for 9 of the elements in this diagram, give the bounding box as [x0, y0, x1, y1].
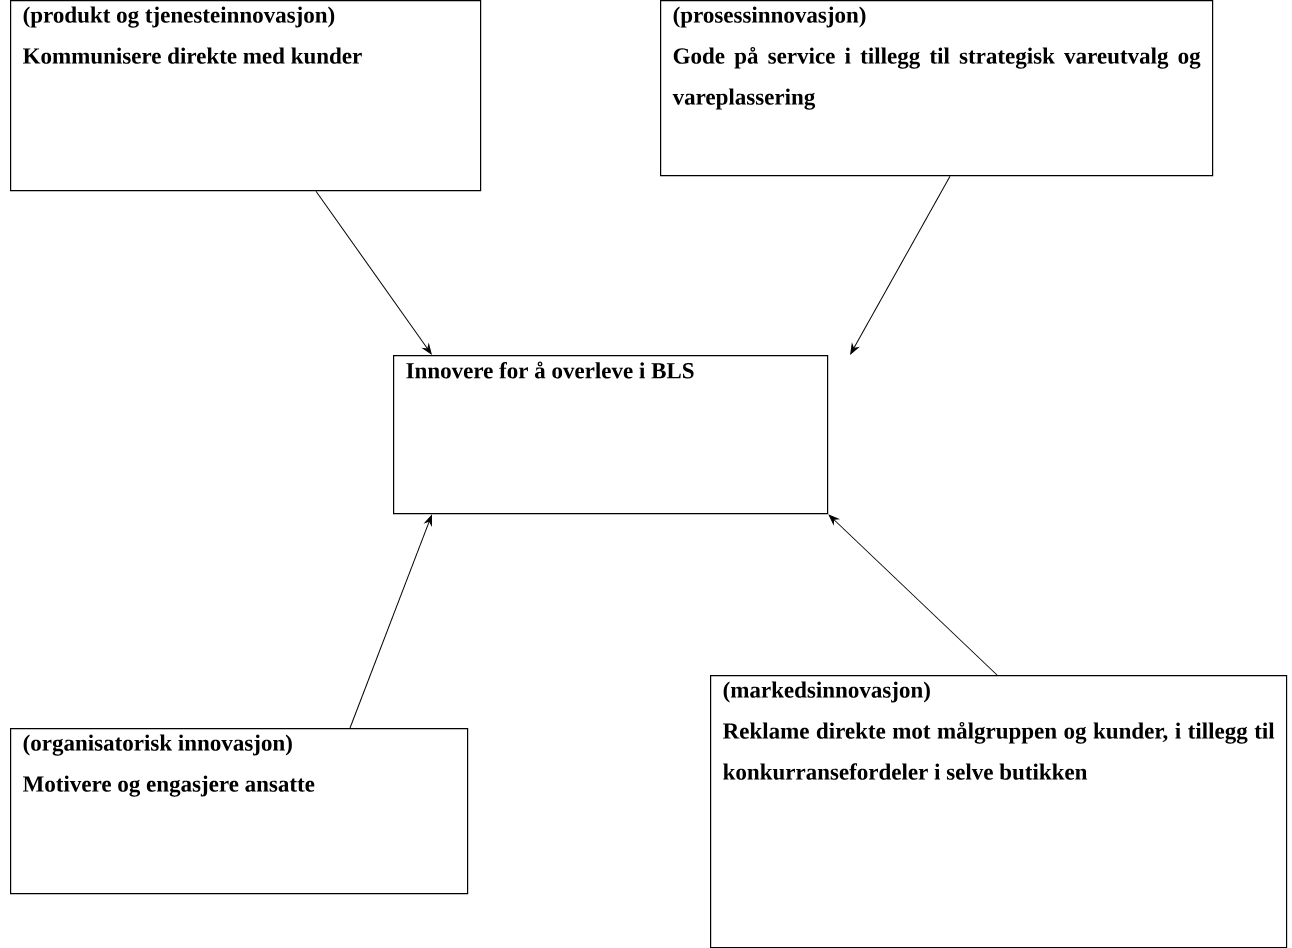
text-box: (organisatorisk innovasjon) Motivere og engasjere ansatte	[10, 728, 469, 895]
arrow	[315, 190, 432, 355]
text-box: (produkt og tjenesteinnovasjon) Kommunisere direkte med kunder	[10, 0, 482, 192]
arrow	[828, 514, 998, 676]
text-box: (markedsinnovasjon) Reklame direkte mot målgruppen og kunder, i tillegg til konkurransefordeler i selve butikken	[710, 675, 1288, 948]
text-box: Innovere for å overleve i BLS	[393, 355, 829, 515]
arrow	[349, 515, 432, 729]
arrow	[850, 175, 951, 355]
text-box: (prosessinnovasjon) Gode på service i tillegg til strategisk vareutvalg og vareplassering	[660, 0, 1214, 177]
